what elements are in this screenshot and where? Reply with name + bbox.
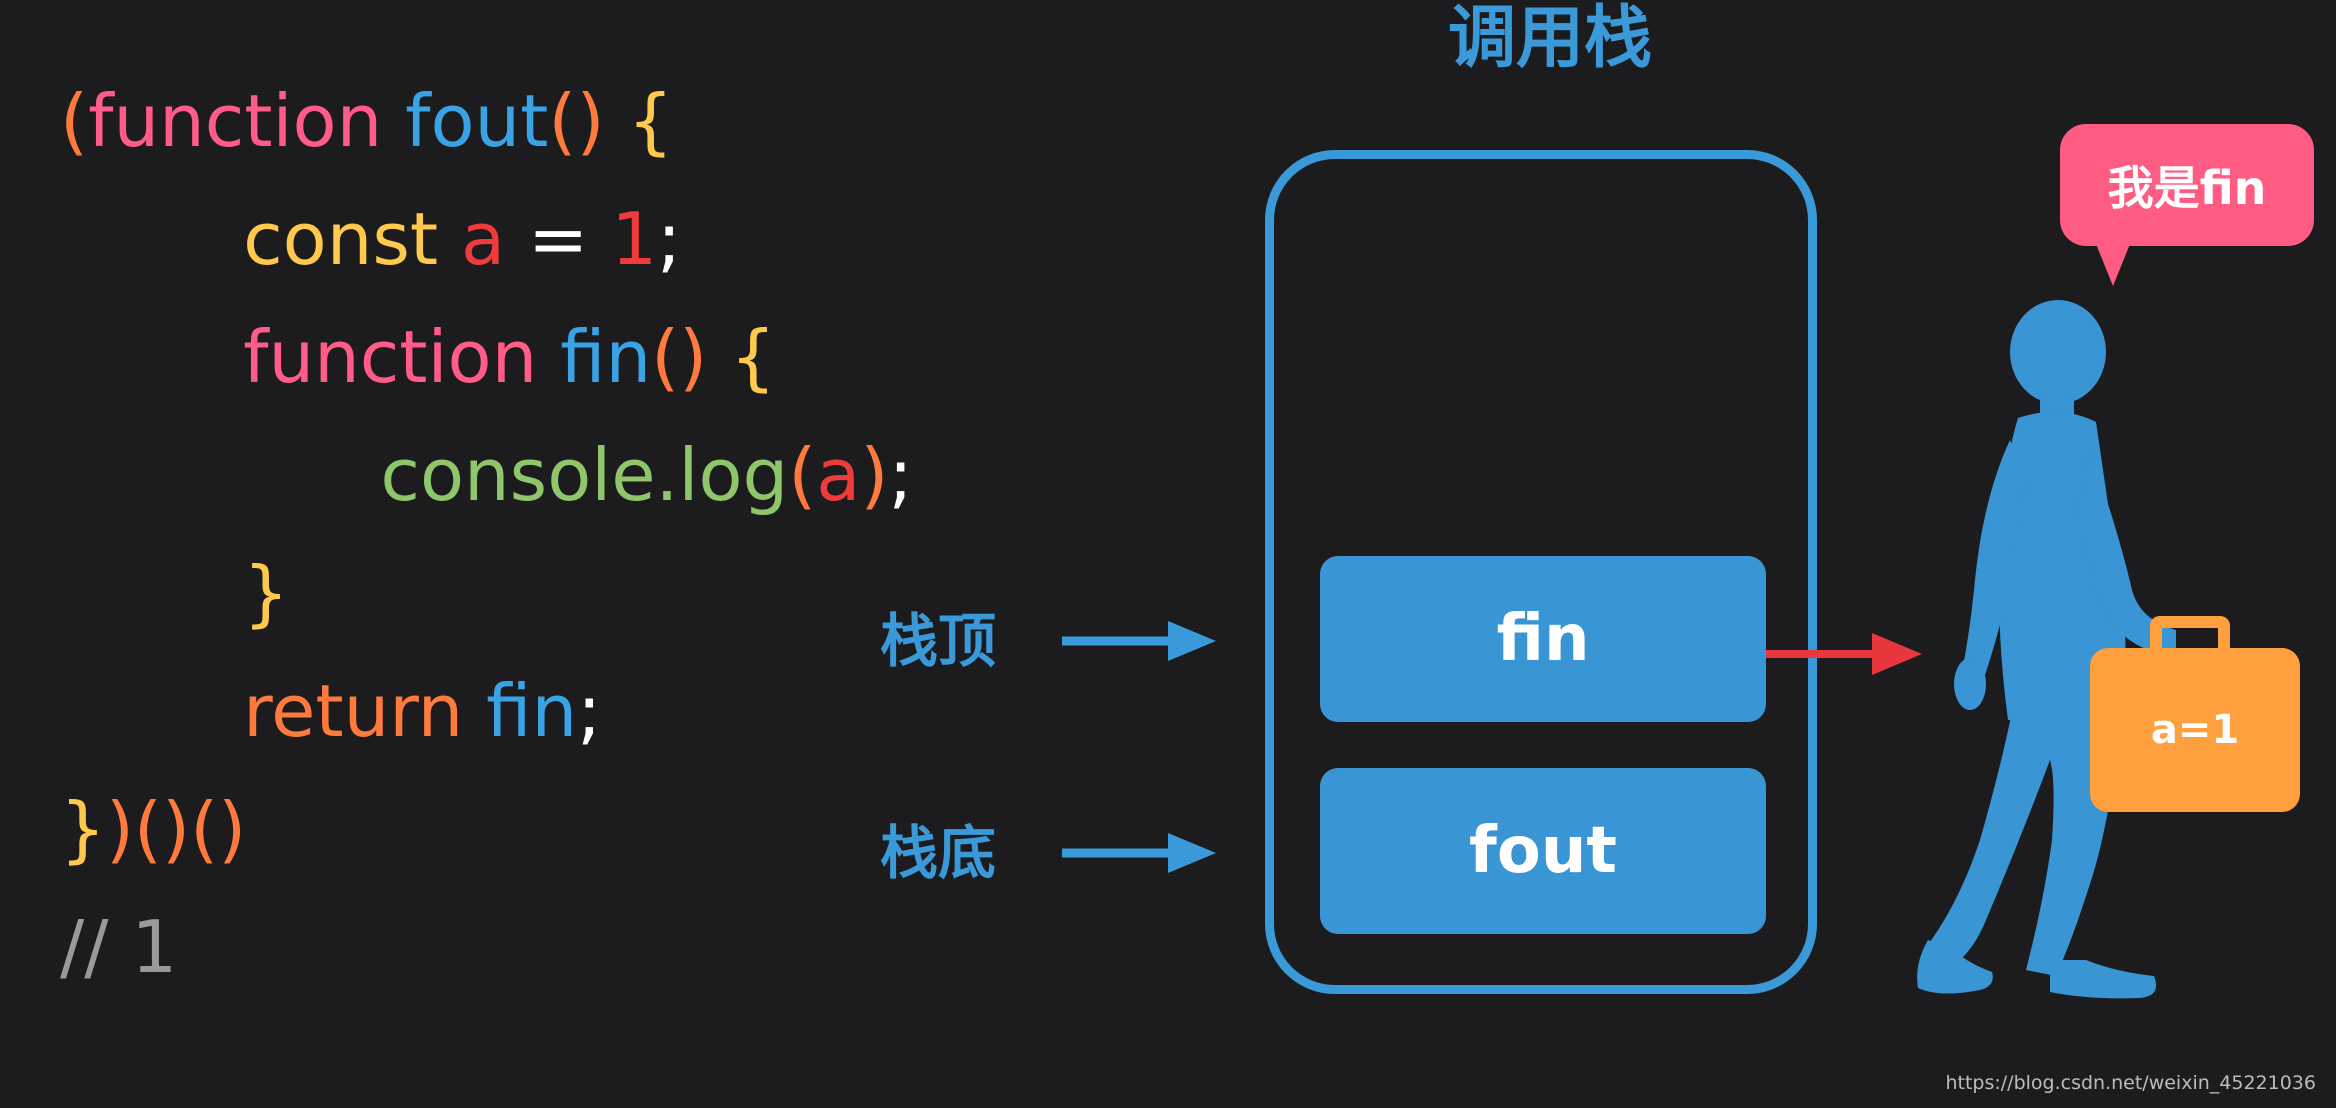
code-line: const a = 1; — [60, 180, 913, 298]
code-line: } — [60, 534, 913, 652]
code-token: ; — [657, 197, 682, 281]
code-token: function — [88, 79, 406, 163]
code-line: console.log(a); — [60, 416, 913, 534]
speech-bubble: 我是fin — [2060, 124, 2314, 246]
code-token: () — [651, 315, 708, 399]
code-line: return fin; — [60, 652, 913, 770]
stack-top-label: 栈顶 — [880, 607, 997, 675]
code-token: () — [190, 787, 247, 871]
code-token: ; — [888, 433, 913, 517]
call-stack-container — [1265, 150, 1817, 994]
closure-bag: a=1 — [2090, 648, 2300, 812]
stack-title: 调用栈 — [1447, 0, 1652, 78]
stack-frame-fin: fin — [1320, 556, 1766, 722]
code-token: fin — [560, 315, 652, 399]
code-token: } — [60, 787, 106, 871]
code-token: ( — [788, 433, 817, 517]
code-token: ) — [105, 787, 134, 871]
code-token: { — [604, 79, 674, 163]
code-line: // 1 — [60, 888, 913, 1006]
code-block: (function fout() { const a = 1; function… — [60, 62, 913, 1006]
code-token: a — [816, 433, 861, 517]
code-token: { — [707, 315, 776, 399]
code-token: function — [60, 315, 561, 399]
code-token: return — [60, 669, 487, 753]
code-token: ; — [577, 669, 602, 753]
code-token: console.log — [60, 433, 789, 517]
watermark: https://blog.csdn.net/weixin_45221036 — [1945, 1072, 2316, 1094]
code-line: function fin() { — [60, 298, 913, 416]
code-token: ) — [860, 433, 889, 517]
speech-bubble-tail — [2096, 244, 2130, 286]
stack-bottom-arrow-icon — [1062, 833, 1216, 873]
stack-top-arrow-icon — [1062, 621, 1216, 661]
walking-person-icon — [1917, 300, 2176, 999]
code-token: fin — [486, 669, 578, 753]
code-token: a — [461, 197, 506, 281]
code-token: 1 — [611, 197, 658, 281]
code-token: fout — [405, 79, 549, 163]
code-token: // 1 — [60, 905, 178, 989]
bag-handle — [2150, 616, 2230, 656]
red-arrow-icon — [1766, 633, 1922, 675]
code-token: const — [60, 197, 461, 281]
stack-frame-fout: fout — [1320, 768, 1766, 934]
code-line: })()() — [60, 770, 913, 888]
stack-bottom-label: 栈底 — [880, 819, 997, 887]
code-line: (function fout() { — [60, 62, 913, 180]
code-token: () — [133, 787, 191, 871]
code-token: () — [548, 79, 605, 163]
code-token: = — [505, 197, 612, 281]
code-token: ( — [60, 79, 89, 163]
code-token: } — [60, 551, 289, 635]
